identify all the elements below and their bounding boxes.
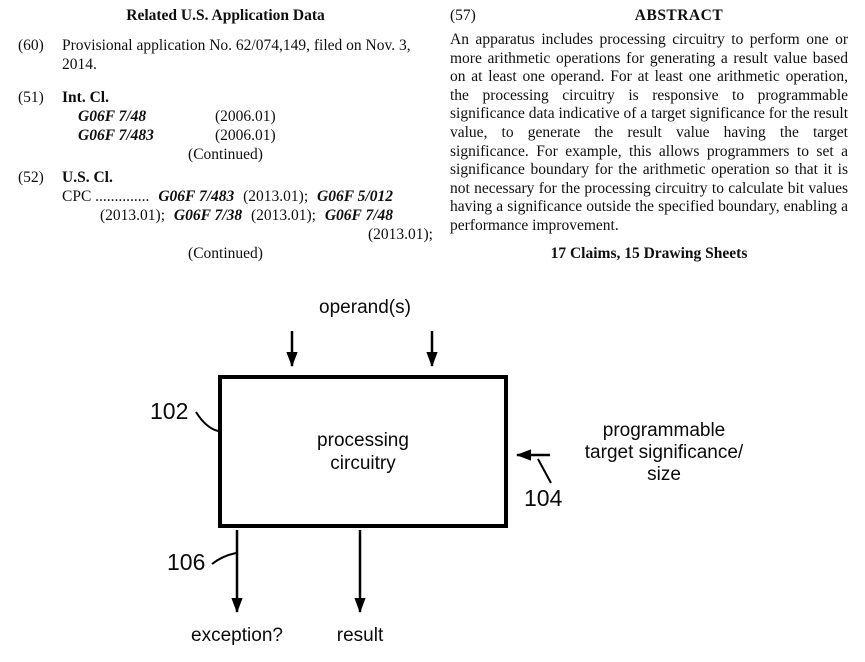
programmable-significance-label: programmable target significance/ size xyxy=(549,420,779,486)
int-cl-entry: G06F 7/48 (2006.01) xyxy=(18,107,433,126)
int-cl-code: G06F 7/48 xyxy=(78,108,147,125)
result-label: result xyxy=(336,625,384,646)
programmable-significance-line3: size xyxy=(647,464,681,485)
abstract-heading: ABSTRACT xyxy=(634,7,724,24)
field-number-51: (51) xyxy=(18,89,44,106)
cpc-line-2: (2013.01); G06F 7/38 (2013.01); G06F 7/4… xyxy=(18,206,433,225)
int-cl-version: (2006.01) xyxy=(215,108,276,125)
cpc-line-1: CPC .............. G06F 7/483 (2013.01);… xyxy=(18,187,433,206)
int-cl-entry: G06F 7/483 (2006.01) xyxy=(18,126,433,145)
int-cl-code: G06F 7/483 xyxy=(78,127,154,144)
cpc-code: G06F 7/38 xyxy=(173,207,243,224)
programmable-significance-line1: programmable xyxy=(602,420,726,441)
processing-circuitry-label-line2: circuitry xyxy=(330,452,396,474)
cpc-version: (2013.01); xyxy=(243,188,309,205)
cpc-code: G06F 7/483 xyxy=(158,188,235,205)
cpc-code: G06F 7/48 xyxy=(324,207,394,224)
cpc-line-3: (2013.01); xyxy=(367,226,433,243)
abstract-text: An apparatus includes processing circuit… xyxy=(450,31,848,234)
cpc-prefix: CPC .............. xyxy=(62,188,150,205)
ref-numeral-104: 104 xyxy=(524,485,563,511)
provisional-application-item: (60) Provisional application No. 62/074,… xyxy=(18,36,433,74)
cpc-version: (2013.01); xyxy=(100,207,166,224)
field-number-60: (60) xyxy=(18,37,44,54)
operands-label: operand(s) xyxy=(319,297,411,318)
related-application-column: Related U.S. Application Data (60) Provi… xyxy=(18,0,433,263)
leader-106 xyxy=(211,552,237,565)
programmable-significance-line2: target significance/ xyxy=(584,442,744,463)
ref-numeral-106: 106 xyxy=(167,549,206,575)
cpc-version: (2013.01); xyxy=(250,207,316,224)
int-cl-title: Int. Cl. xyxy=(62,89,109,106)
us-cl-title: U.S. Cl. xyxy=(62,169,113,186)
field-number-52: (52) xyxy=(18,169,44,186)
abstract-column: (57) ABSTRACT An apparatus includes proc… xyxy=(450,0,848,263)
us-cl-continued: (Continued) xyxy=(188,245,263,262)
abstract-header: (57) ABSTRACT xyxy=(450,6,848,25)
claims-drawing-sheets: 17 Claims, 15 Drawing Sheets xyxy=(550,244,748,262)
field-number-57: (57) xyxy=(450,7,476,24)
int-cl-version: (2006.01) xyxy=(215,127,276,144)
related-data-heading: Related U.S. Application Data xyxy=(126,7,325,24)
ref-numeral-102: 102 xyxy=(150,398,189,424)
processing-circuitry-label-line1: processing xyxy=(317,429,409,451)
provisional-application-text: Provisional application No. 62/074,149, … xyxy=(62,37,411,73)
int-cl-continued: (Continued) xyxy=(188,146,263,163)
leader-102 xyxy=(195,411,219,432)
cpc-code: G06F 5/012 xyxy=(317,188,393,205)
processing-circuitry-box: processing circuitry xyxy=(218,375,508,528)
us-cl-item: (52) U.S. Cl. xyxy=(18,168,433,187)
exception-label: exception? xyxy=(191,625,283,646)
int-cl-item: (51) Int. Cl. xyxy=(18,88,433,107)
